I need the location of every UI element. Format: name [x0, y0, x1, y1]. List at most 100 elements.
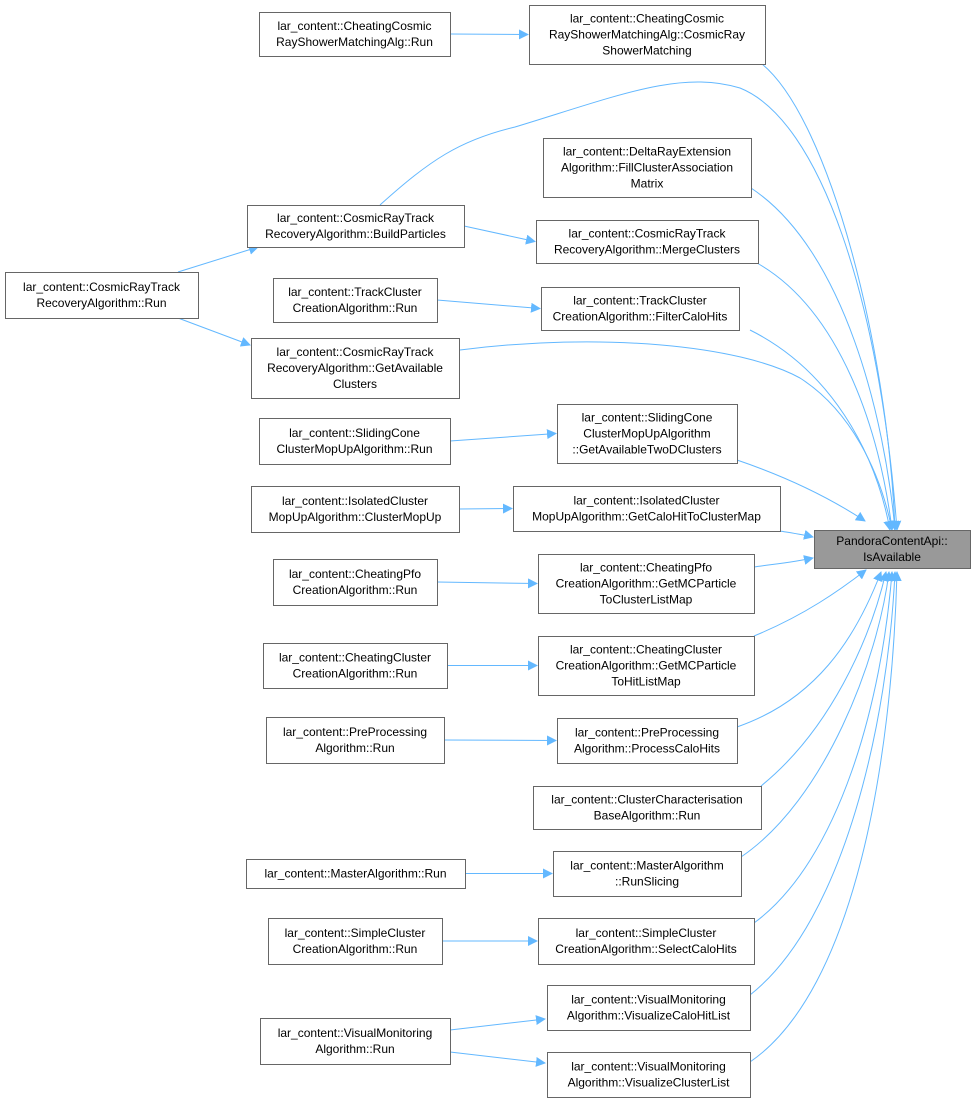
node-maSlice[interactable]: lar_content::MasterAlgorithm::RunSlicing: [553, 851, 742, 897]
node-tcRun[interactable]: lar_content::TrackClusterCreationAlgorit…: [273, 278, 438, 323]
node-box: [268, 918, 443, 965]
node-label-line: ToHitListMap: [611, 675, 681, 689]
node-label-line: Matrix: [631, 177, 664, 191]
node-label-line: MopUpAlgorithm::GetCaloHitToClusterMap: [532, 510, 761, 524]
edge-tcFilter-to-target: [749, 329, 894, 531]
node-label-line: lar_content::PreProcessing: [283, 725, 427, 739]
node-label-line: MopUpAlgorithm::ClusterMopUp: [269, 510, 442, 524]
node-label-line: lar_content::VisualMonitoring: [278, 1026, 433, 1040]
node-box: [538, 554, 755, 614]
node-ccbRun[interactable]: lar_content::ClusterCharacterisationBase…: [533, 786, 762, 830]
edge-crRun-to-crGetAvail: [177, 317, 251, 347]
node-box: [259, 418, 451, 465]
node-label-line: RecoveryAlgorithm::Run: [36, 296, 166, 310]
node-cpRun[interactable]: lar_content::CheatingPfoCreationAlgorith…: [273, 559, 438, 606]
edge-vmRun-to-vmHit: [449, 1015, 546, 1031]
node-label-line: lar_content::VisualMonitoring: [571, 993, 726, 1007]
node-label-line: CreationAlgorithm::FilterCaloHits: [553, 310, 728, 324]
node-label-line: lar_content::CosmicRayTrack: [23, 280, 181, 294]
node-crMerge[interactable]: lar_content::CosmicRayTrackRecoveryAlgor…: [536, 220, 759, 264]
node-label-line: lar_content::SlidingCone: [289, 426, 420, 440]
node-label-line: lar_content::CosmicRayTrack: [569, 227, 727, 241]
node-vmHit[interactable]: lar_content::VisualMonitoringAlgorithm::…: [547, 985, 751, 1031]
edge-cheatCosmicRun-to-cheatCosmicMatching: [449, 29, 529, 40]
edge-ccbRun-to-target: [760, 571, 889, 787]
node-label-line: lar_content::MasterAlgorithm: [570, 859, 723, 873]
node-label-line: lar_content::SlidingCone: [582, 411, 713, 425]
node-ccGet[interactable]: lar_content::CheatingClusterCreationAlgo…: [538, 636, 755, 696]
node-label-line: CreationAlgorithm::Run: [293, 942, 418, 956]
node-cpGet[interactable]: lar_content::CheatingPfoCreationAlgorith…: [538, 554, 755, 614]
node-label-line: lar_content::DeltaRayExtension: [563, 145, 731, 159]
node-label-line: Algorithm::Run: [315, 1042, 394, 1056]
node-label-line: ::GetAvailableTwoDClusters: [572, 443, 721, 457]
node-box: [251, 338, 460, 399]
node-sccSel[interactable]: lar_content::SimpleClusterCreationAlgori…: [538, 918, 755, 965]
node-label-line: Algorithm::FillClusterAssociation: [561, 161, 733, 175]
node-box: [260, 1018, 451, 1065]
node-box: [513, 486, 781, 532]
node-box: [263, 643, 448, 689]
node-vmRun[interactable]: lar_content::VisualMonitoringAlgorithm::…: [260, 1018, 451, 1065]
node-label-line: lar_content::CheatingCosmic: [570, 12, 724, 26]
node-tcFilter[interactable]: lar_content::TrackClusterCreationAlgorit…: [541, 287, 740, 331]
edge-icGet-to-target: [779, 529, 814, 540]
node-label-line: Clusters: [333, 377, 377, 391]
edge-crMerge-to-target: [756, 262, 896, 531]
edge-crRun-to-crBuild: [177, 244, 259, 273]
node-box: [273, 559, 438, 606]
node-label-line: BaseAlgorithm::Run: [594, 809, 701, 823]
node-icMop[interactable]: lar_content::IsolatedClusterMopUpAlgorit…: [251, 486, 460, 533]
node-cheatCosmicRun[interactable]: lar_content::CheatingCosmicRayShowerMatc…: [259, 12, 451, 57]
node-label-line: lar_content::CheatingCosmic: [277, 19, 431, 33]
node-label-line: CreationAlgorithm::GetMCParticle: [556, 659, 737, 673]
node-label-line: lar_content::TrackCluster: [288, 285, 422, 299]
node-icGet[interactable]: lar_content::IsolatedClusterMopUpAlgorit…: [513, 486, 781, 532]
edges-layer: [177, 29, 902, 1067]
node-sccRun[interactable]: lar_content::SimpleClusterCreationAlgori…: [268, 918, 443, 965]
node-label-line: CreationAlgorithm::GetMCParticle: [556, 577, 737, 591]
node-label-line: CreationAlgorithm::Run: [293, 301, 418, 315]
node-label-line: Algorithm::ProcessCaloHits: [574, 742, 720, 756]
node-box: [538, 918, 755, 965]
node-label-line: lar_content::ClusterCharacterisation: [551, 793, 742, 807]
nodes-layer: PandoraContentApi::IsAvailablelar_conten…: [5, 5, 971, 1098]
node-ppProc[interactable]: lar_content::PreProcessingAlgorithm::Pro…: [557, 718, 738, 764]
node-label-line: lar_content::CosmicRayTrack: [277, 345, 435, 359]
node-maRun[interactable]: lar_content::MasterAlgorithm::Run: [246, 859, 466, 889]
node-label-line: IsAvailable: [863, 550, 921, 564]
node-label-line: lar_content::VisualMonitoring: [571, 1060, 726, 1074]
node-vmClu[interactable]: lar_content::VisualMonitoringAlgorithm::…: [547, 1052, 751, 1098]
edge-ppProc-to-target: [736, 571, 883, 728]
node-label-line: CreationAlgorithm::SelectCaloHits: [555, 942, 736, 956]
node-box: [259, 12, 451, 57]
node-crRun[interactable]: lar_content::CosmicRayTrackRecoveryAlgor…: [5, 272, 199, 319]
node-crGetAvail[interactable]: lar_content::CosmicRayTrackRecoveryAlgor…: [251, 338, 460, 399]
node-deltaRay[interactable]: lar_content::DeltaRayExtensionAlgorithm:…: [543, 138, 752, 198]
node-ccRun[interactable]: lar_content::CheatingClusterCreationAlgo…: [263, 643, 448, 689]
edge-cpRun-to-cpGet: [436, 578, 538, 589]
node-label-line: ShowerMatching: [602, 44, 691, 58]
edge-vmClu-to-target: [749, 571, 902, 1063]
node-box: [557, 404, 738, 464]
node-box: [541, 287, 740, 331]
node-box: [547, 1052, 751, 1098]
node-target[interactable]: PandoraContentApi::IsAvailable: [814, 530, 971, 569]
node-box: [557, 718, 738, 764]
node-scRun[interactable]: lar_content::SlidingConeClusterMopUpAlgo…: [259, 418, 451, 465]
node-box: [246, 859, 466, 889]
node-cheatCosmicMatching[interactable]: lar_content::CheatingCosmicRayShowerMatc…: [529, 5, 766, 65]
edge-cheatCosmicMatching-to-target: [761, 63, 900, 531]
node-label-line: lar_content::TrackCluster: [573, 294, 707, 308]
edge-crBuild-to-crMerge: [463, 225, 536, 245]
node-box: [529, 5, 766, 65]
node-crBuild[interactable]: lar_content::CosmicRayTrackRecoveryAlgor…: [247, 205, 465, 248]
node-label-line: CreationAlgorithm::Run: [293, 667, 418, 681]
node-label-line: lar_content::PreProcessing: [575, 726, 719, 740]
node-label-line: lar_content::CosmicRayTrack: [277, 211, 435, 225]
node-scGet[interactable]: lar_content::SlidingConeClusterMopUpAlgo…: [557, 404, 738, 464]
edge-icMop-to-icGet: [458, 503, 513, 514]
node-label-line: ClusterMopUpAlgorithm::Run: [276, 442, 432, 456]
edge-vmRun-to-vmClu: [449, 1051, 546, 1067]
